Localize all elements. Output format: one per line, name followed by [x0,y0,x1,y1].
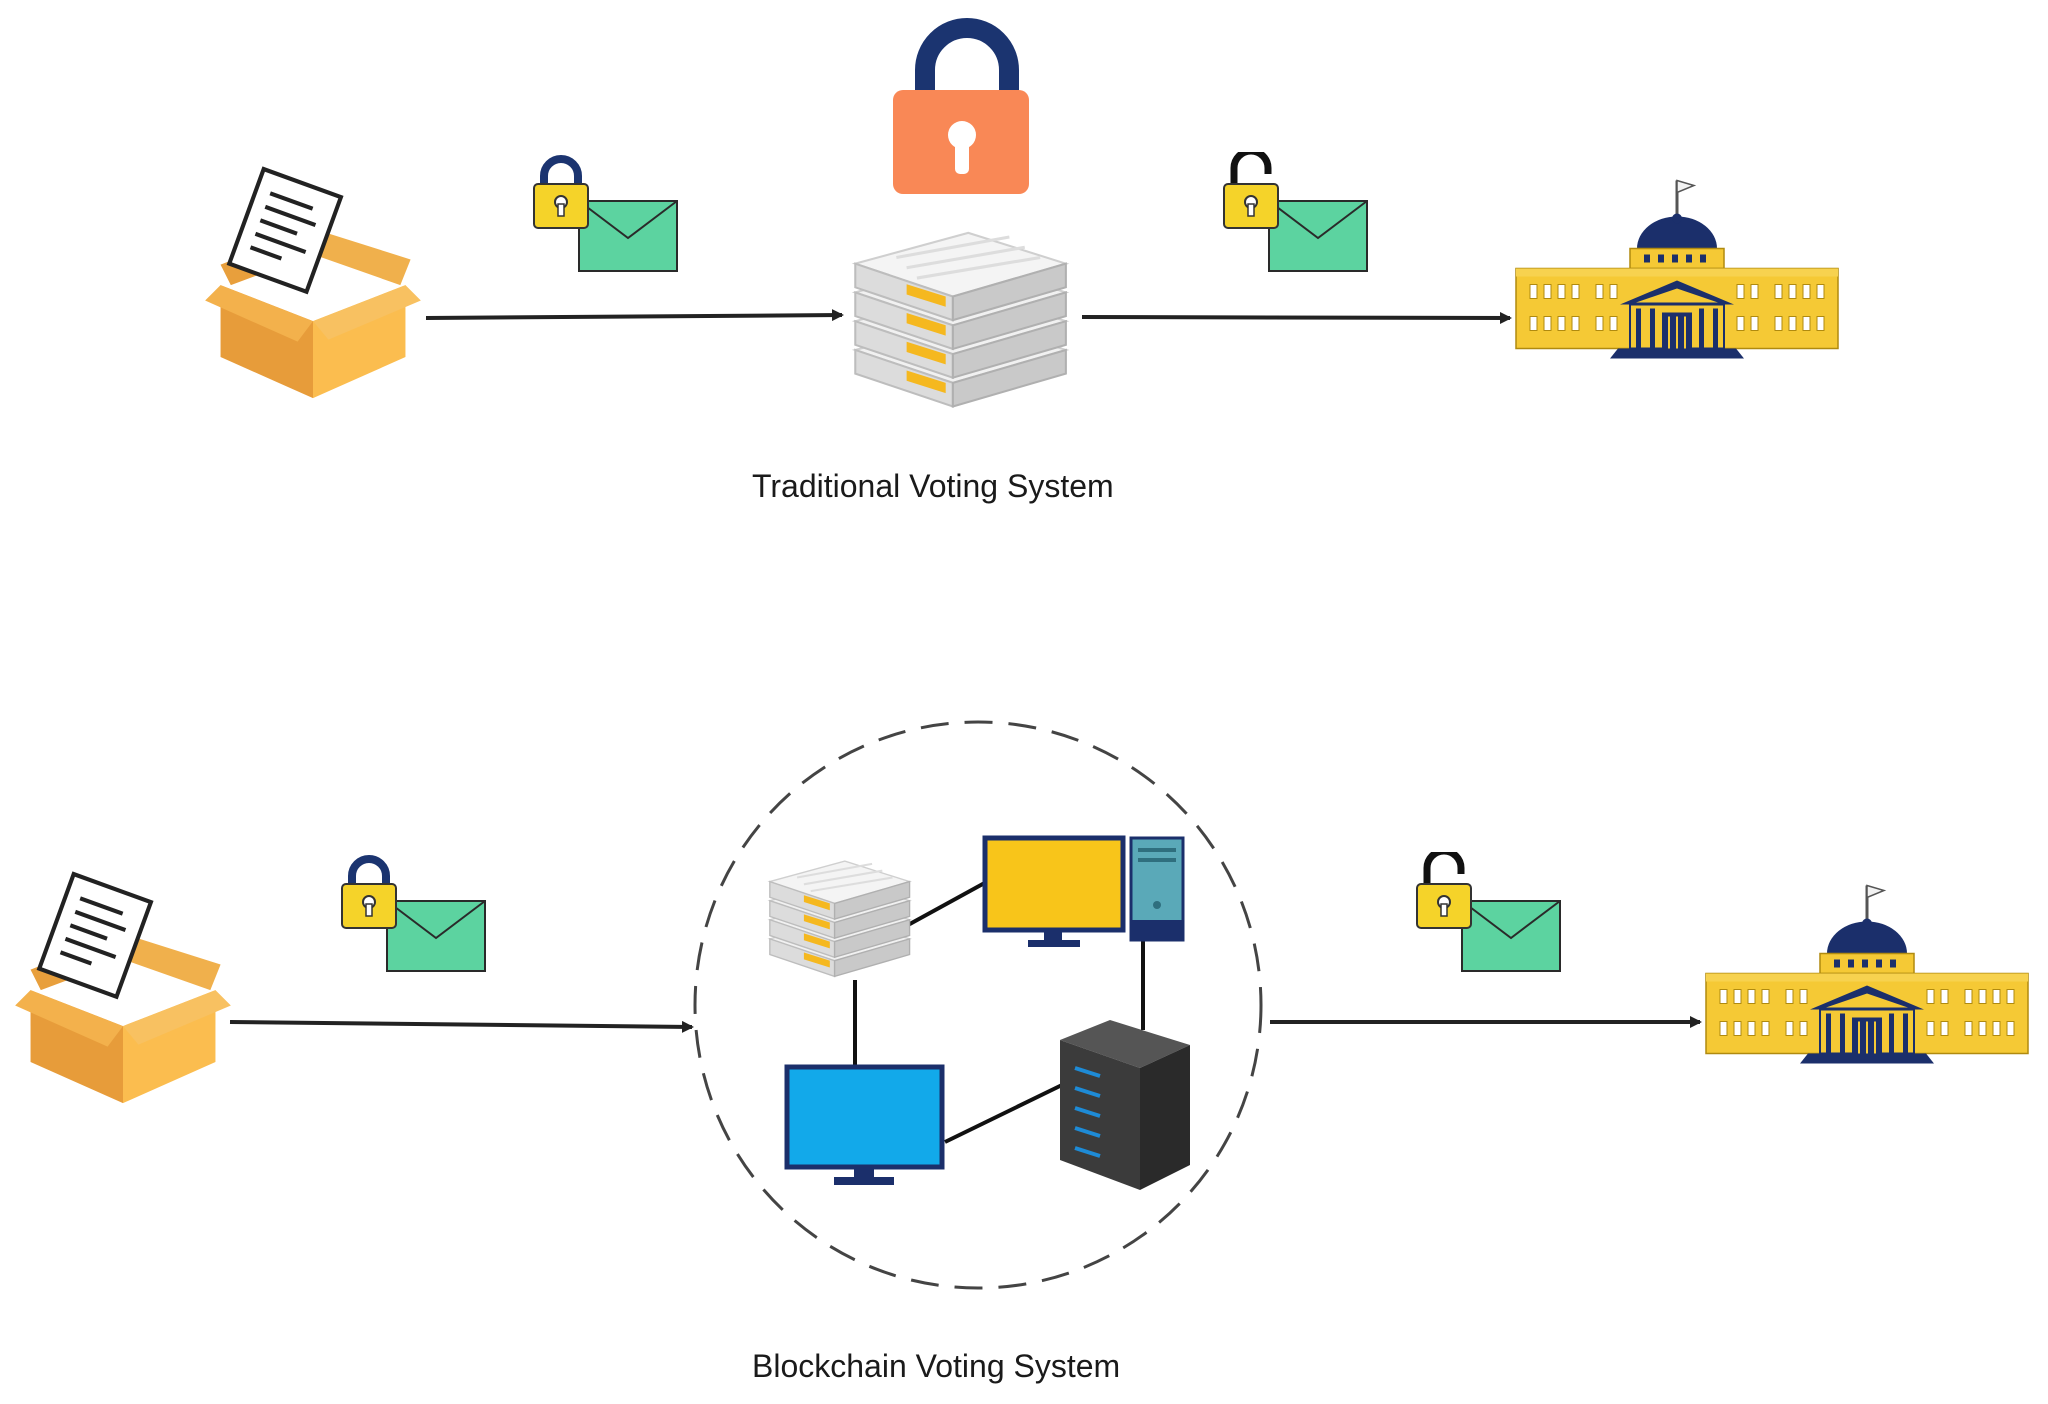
blockchain-voting-system [15,720,2030,1290]
central-server-icon [853,231,1068,409]
ballot-box-icon [15,874,231,1103]
unlocked-envelope-icon [1224,151,1367,271]
network-server-icon [768,860,911,978]
ballot-box-icon [205,169,421,398]
blockchain-network-boundary [693,720,1263,1290]
large-padlock-icon [893,18,1029,194]
blockchain-caption: Blockchain Voting System [752,1348,1121,1384]
yellow-monitor-icon [982,835,1126,947]
network-connections [853,878,1145,1144]
locked-envelope-icon [534,159,677,271]
government-building-icon [1514,178,1840,361]
arrow-server-to-government [1081,311,1512,324]
arrow-ballot-to-network [229,1020,694,1033]
locked-envelope-icon [342,859,485,971]
traditional-caption: Traditional Voting System [752,468,1114,504]
arrow-ballot-to-server [425,309,844,322]
traditional-voting-system [205,18,1840,409]
unlocked-envelope-icon [1417,851,1560,971]
government-building-icon [1704,883,2030,1066]
teal-tower-icon [1129,836,1185,942]
blue-monitor-icon [784,1064,945,1185]
dark-tower-icon [1060,1020,1190,1190]
